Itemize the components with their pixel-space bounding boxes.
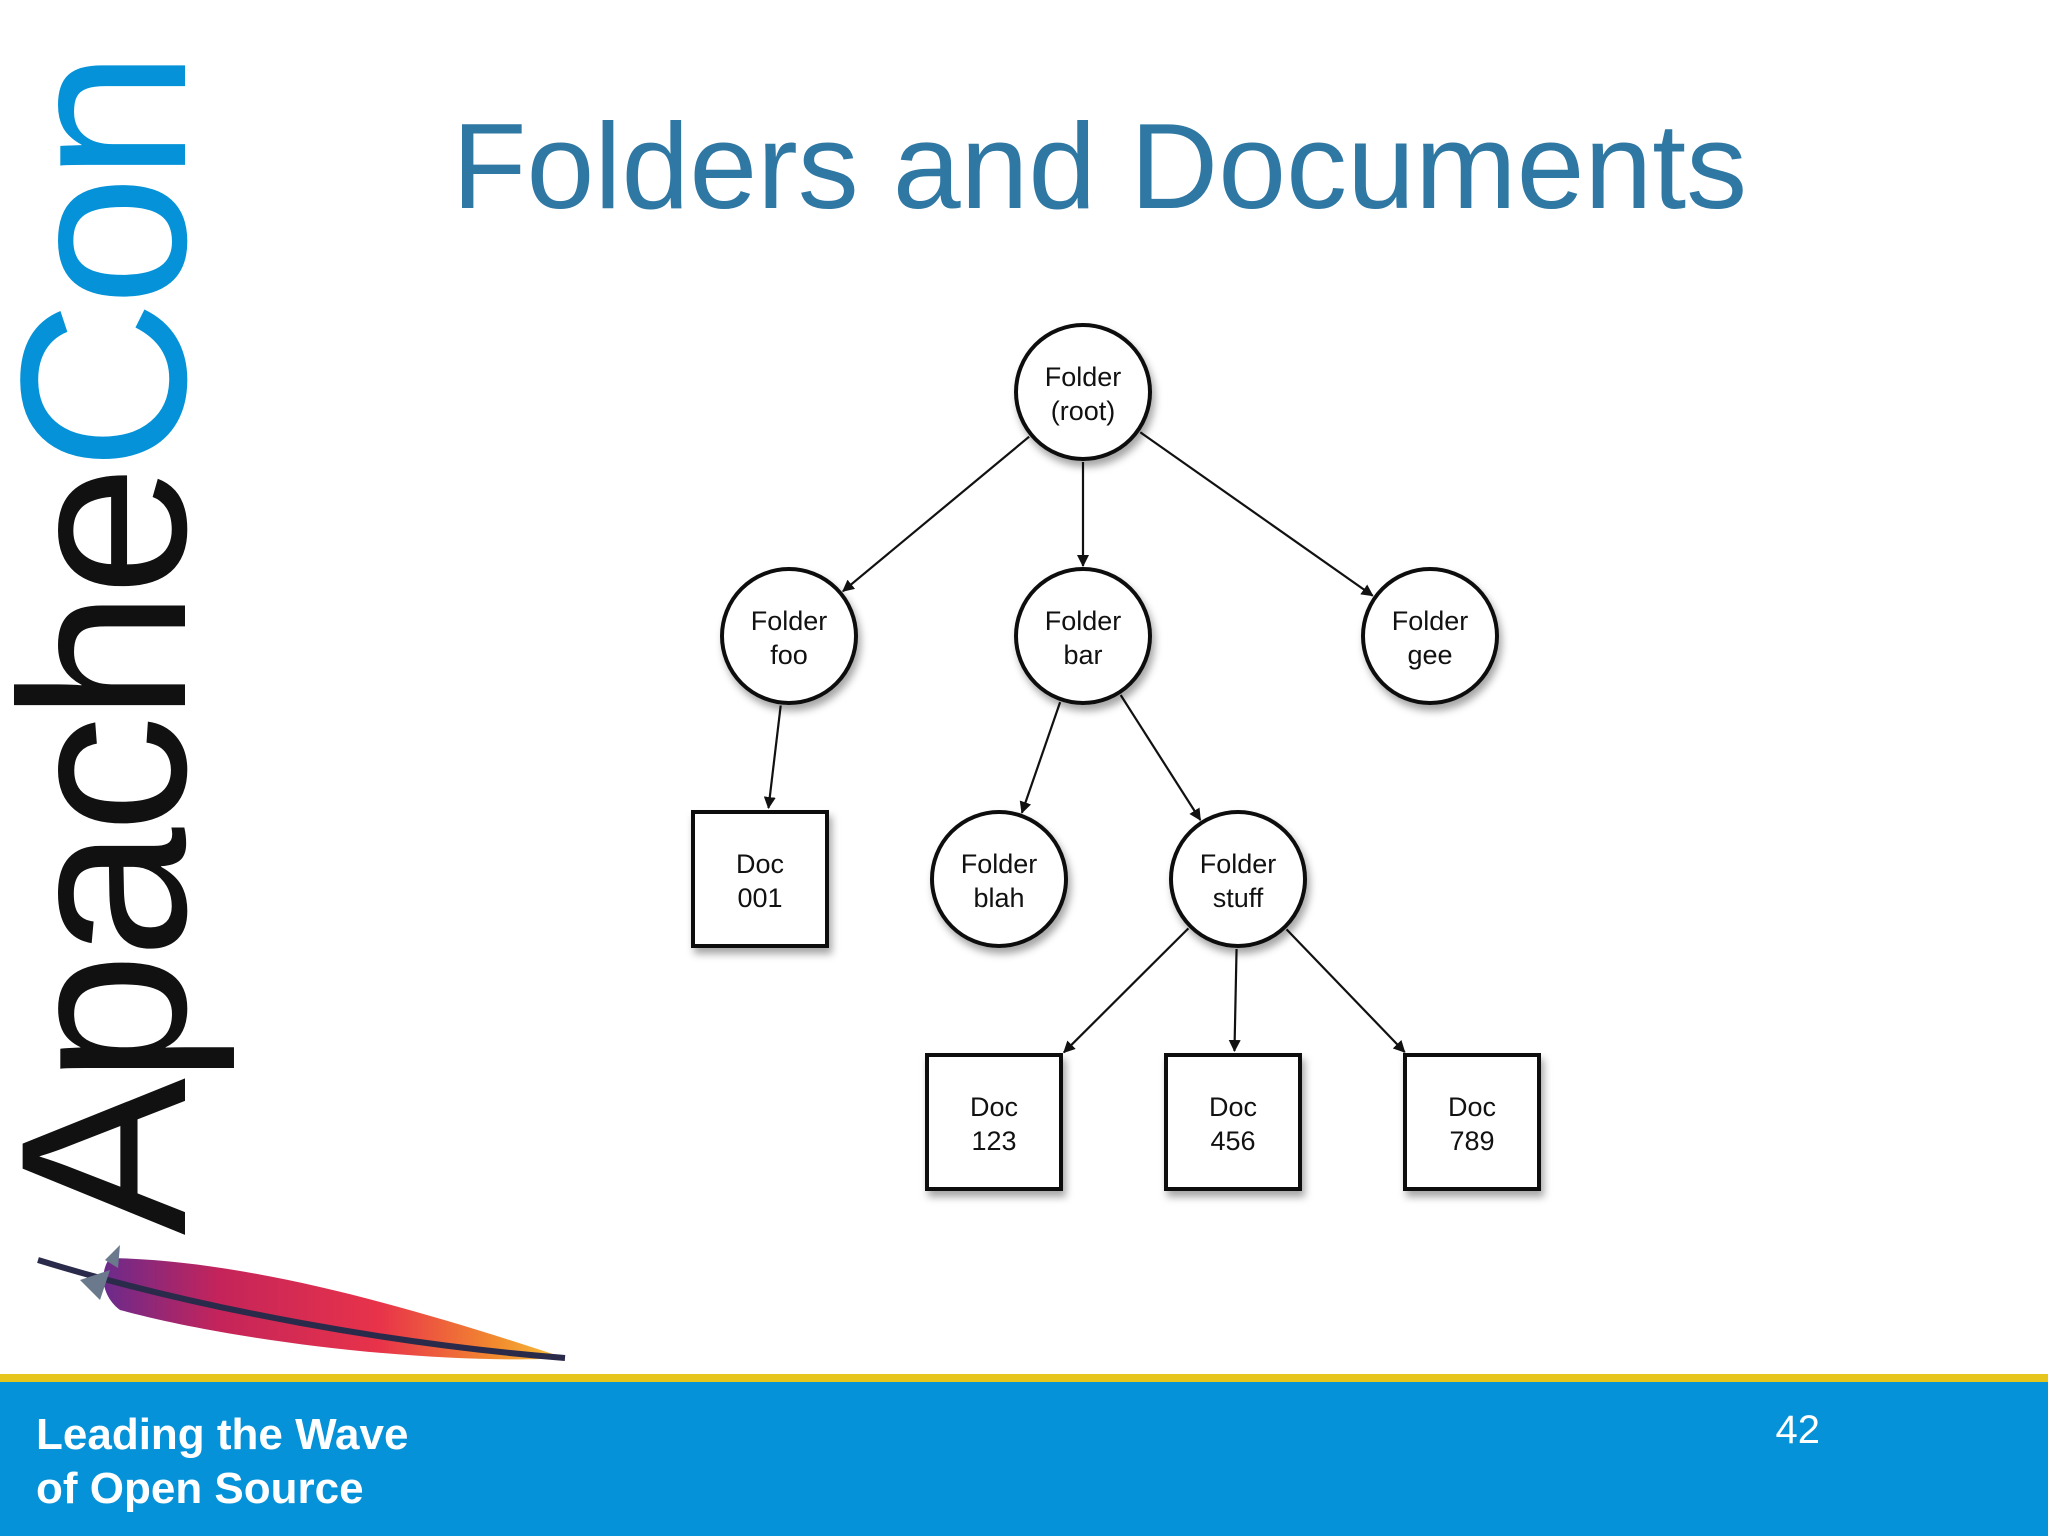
node-doc456: Doc 456: [1164, 1053, 1302, 1191]
node-label-line-1: Folder: [1392, 606, 1469, 636]
apache-feather-logo: [37, 1245, 566, 1361]
node-blah: Folder blah: [930, 810, 1068, 948]
node-foo: Folder foo: [720, 567, 858, 705]
document-square: [691, 810, 829, 948]
node-label-line-1: Folder: [751, 606, 828, 636]
edge-foo-to-doc001: [763, 705, 782, 810]
document-square: [1164, 1053, 1302, 1191]
node-label-line-2: 001: [737, 883, 782, 913]
edge-root-to-gee: [1139, 431, 1374, 597]
edge-root-to-foo: [842, 435, 1030, 593]
page-number: 42: [1775, 1408, 1821, 1452]
folder-circle: [930, 810, 1068, 948]
folder-circle: [1361, 567, 1499, 705]
folder-circle: [1014, 567, 1152, 705]
node-label-line-2: foo: [770, 640, 808, 670]
edge-bar-to-blah: [1019, 701, 1062, 814]
edge-stuff-to-doc789: [1285, 928, 1406, 1053]
edge-bar-to-stuff: [1119, 694, 1202, 821]
node-gee: Folder gee: [1361, 567, 1499, 705]
node-label-line-1: Doc: [1209, 1092, 1257, 1122]
footer-tagline: Leading the Wave of Open Source: [36, 1408, 408, 1516]
node-label-line-2: stuff: [1213, 883, 1264, 913]
slide-title: Folders and Documents: [452, 98, 1748, 234]
folder-circle: [1014, 323, 1152, 461]
node-label-line-1: Doc: [736, 849, 784, 879]
node-stuff: Folder stuff: [1169, 810, 1307, 948]
node-doc123: Doc 123: [925, 1053, 1063, 1191]
node-label-line-2: 789: [1449, 1126, 1494, 1156]
node-label-line-1: Folder: [1045, 606, 1122, 636]
edge-stuff-to-doc123: [1063, 927, 1190, 1054]
node-label-line-2: gee: [1407, 640, 1452, 670]
node-bar: Folder bar: [1014, 567, 1152, 705]
edges-layer: [763, 431, 1406, 1054]
node-root: Folder (root): [1014, 323, 1152, 461]
node-label-line-2: 123: [971, 1126, 1016, 1156]
footer-bar: [0, 1382, 2048, 1536]
document-square: [925, 1053, 1063, 1191]
tagline-line-1: Leading the Wave: [36, 1410, 409, 1459]
node-label-line-1: Folder: [1200, 849, 1277, 879]
node-doc789: Doc 789: [1403, 1053, 1541, 1191]
node-label-line-1: Doc: [970, 1092, 1018, 1122]
edge-stuff-to-doc456: [1228, 948, 1241, 1053]
folder-circle: [720, 567, 858, 705]
node-label-line-1: Folder: [1045, 362, 1122, 392]
node-label-line-2: bar: [1063, 640, 1102, 670]
node-label-line-2: blah: [973, 883, 1024, 913]
tagline-line-2: of Open Source: [36, 1464, 364, 1513]
footer-stripe: [0, 1374, 2048, 1384]
node-doc001: Doc 001: [691, 810, 829, 948]
nodes-layer: Folder(root)FolderfooFolderbarFoldergeeD…: [691, 323, 1541, 1191]
node-label-line-2: (root): [1051, 396, 1116, 426]
folder-circle: [1169, 810, 1307, 948]
node-label-line-1: Folder: [961, 849, 1038, 879]
document-square: [1403, 1053, 1541, 1191]
node-label-line-2: 456: [1210, 1126, 1255, 1156]
node-label-line-1: Doc: [1448, 1092, 1496, 1122]
